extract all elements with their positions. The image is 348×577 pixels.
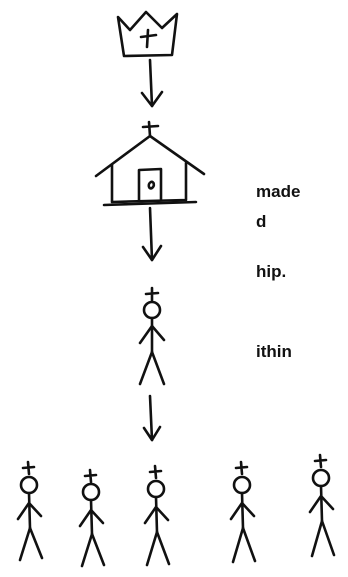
person-icon	[80, 470, 104, 566]
arrow-down-icon	[143, 208, 161, 260]
arrow-down-icon	[142, 60, 162, 106]
person-icon	[231, 462, 255, 562]
arrow-down-icon	[144, 396, 160, 440]
person-icon	[18, 462, 42, 560]
church-icon	[96, 122, 204, 205]
person-icon	[310, 455, 334, 556]
person-icon	[140, 288, 164, 384]
crown-icon	[118, 12, 177, 56]
person-icon	[145, 466, 169, 565]
